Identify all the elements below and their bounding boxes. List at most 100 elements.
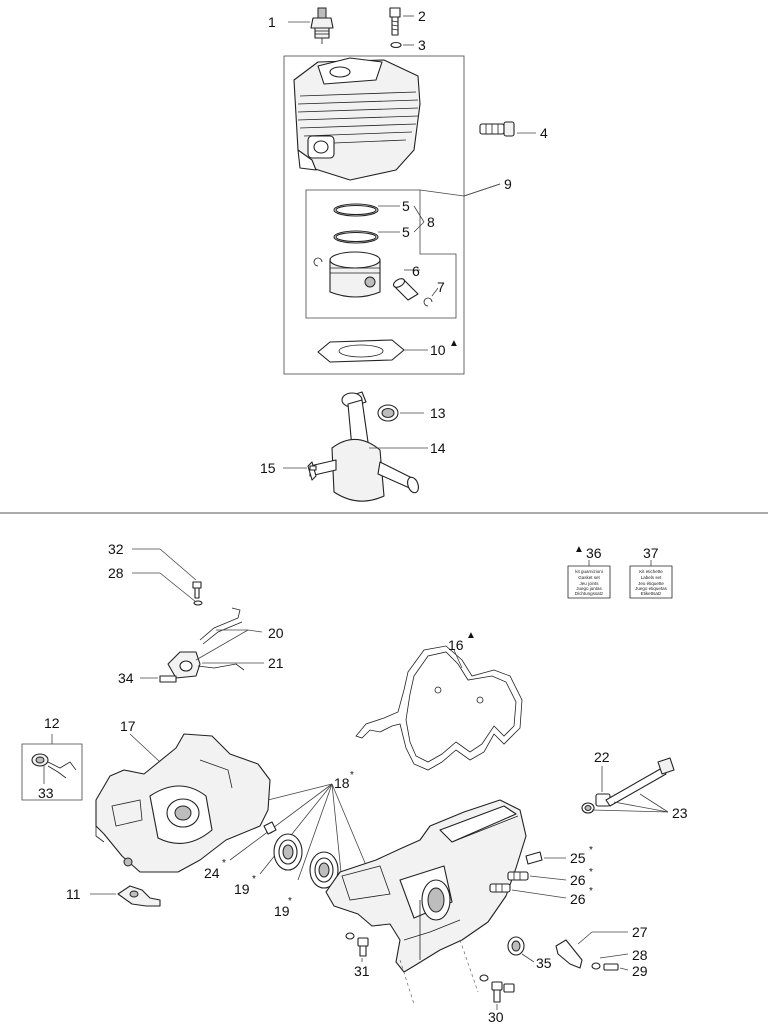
callout-36: 36: [586, 545, 602, 561]
piston: [329, 251, 381, 298]
bar-stud-upper: [507, 871, 529, 881]
cylinder: [293, 57, 421, 181]
cylinder-kit-box: [283, 55, 465, 375]
washer: [390, 41, 402, 49]
callout-4: 4: [540, 125, 548, 141]
chain-oiler-pickup: [117, 885, 161, 907]
callout-14: 14: [430, 440, 446, 456]
callout-20: 20: [268, 625, 284, 641]
screw-32: [192, 581, 202, 599]
callout-15: 15: [260, 460, 276, 476]
screw-31: [357, 937, 369, 957]
circlip-right: [423, 297, 433, 307]
assembly-guide-line-2: [459, 939, 479, 993]
svg-text:Kit etichette: Kit etichette: [639, 569, 663, 574]
guide-pin: [525, 851, 543, 865]
callout-31: 31: [354, 963, 370, 979]
washer-28b: [591, 962, 601, 970]
piston-ring-lower: [333, 230, 379, 244]
switch-kit-box: [21, 743, 83, 801]
callout-16: 16: [448, 637, 464, 653]
callout-28b: 28: [632, 947, 648, 963]
callout-11: 11: [66, 886, 81, 902]
callout-26a: 26: [570, 872, 586, 888]
cylinder-screw: [389, 7, 401, 36]
svg-text:Jeu joints: Jeu joints: [579, 581, 599, 586]
svg-text:Gasket set: Gasket set: [578, 575, 600, 580]
callout-30: 30: [488, 1009, 504, 1024]
callout-19a: 19: [234, 881, 250, 897]
cylinder-base-gasket: [317, 339, 405, 363]
callout-13: 13: [430, 405, 446, 421]
screw-29: [603, 963, 619, 971]
callout-5a: 5: [402, 198, 410, 214]
washer-31: [345, 932, 355, 940]
label-set-sticker: Kit etichette Labels set Jeu étiquette J…: [629, 565, 673, 599]
oil-pump: [159, 607, 245, 683]
triangle-mark-36: ▲: [574, 544, 584, 555]
woodruff-key: [309, 465, 317, 471]
bar-stud-lower: [489, 883, 511, 893]
callout-1: 1: [268, 14, 276, 30]
needle-bearing: [377, 404, 399, 422]
callout-24: 24: [204, 865, 220, 881]
callout-6: 6: [412, 263, 420, 279]
star-mark-25: *: [589, 845, 593, 856]
callout-22: 22: [594, 749, 610, 765]
main-bearing-left: [273, 833, 303, 871]
svg-text:Juego juntas: Juego juntas: [576, 586, 602, 591]
oil-seal-right: [507, 936, 525, 956]
callout-33: 33: [38, 785, 54, 801]
callout-8: 8: [427, 214, 435, 230]
callout-19b: 19: [274, 903, 290, 919]
star-mark-24: *: [222, 858, 226, 869]
crankshaft: [307, 391, 419, 502]
chain-catcher-bracket: [555, 939, 583, 969]
star-mark-26a: *: [589, 867, 593, 878]
chain-tensioner: [581, 757, 675, 814]
dowel-pin: [263, 821, 277, 835]
callout-32: 32: [108, 541, 124, 557]
svg-text:Etikettsatz: Etikettsatz: [641, 591, 663, 596]
callout-27: 27: [632, 924, 648, 940]
stop-switch: [31, 753, 77, 779]
callout-7: 7: [437, 279, 445, 295]
star-mark-19a: *: [252, 874, 256, 885]
assembly-guide-line: [399, 959, 415, 1005]
washer-30: [479, 974, 489, 982]
svg-text:Juego etiquetas: Juego etiquetas: [635, 586, 668, 591]
circlip-left: [313, 257, 323, 267]
star-mark-19b: *: [288, 896, 292, 907]
callout-35: 35: [536, 955, 552, 971]
svg-text:kit guarnizioni: kit guarnizioni: [575, 569, 603, 574]
crankcase-right: [325, 799, 527, 973]
callout-9: 9: [504, 176, 512, 192]
spark-plug: [310, 7, 334, 44]
callout-37: 37: [643, 545, 659, 561]
star-mark-18: *: [350, 770, 354, 781]
piston-pin: [392, 278, 419, 301]
main-bearing-right: [309, 851, 339, 889]
svg-text:Dichtungssatz: Dichtungssatz: [575, 591, 604, 596]
callout-3: 3: [418, 37, 426, 53]
callout-25: 25: [570, 850, 586, 866]
gasket-set-label: kit guarnizioni Gasket set Jeu joints Ju…: [567, 565, 611, 599]
callout-10: 10: [430, 342, 446, 358]
screw-30: [491, 981, 515, 1003]
callout-29: 29: [632, 963, 648, 979]
piston-ring-upper: [333, 203, 379, 217]
triangle-mark-16: ▲: [466, 630, 476, 641]
svg-text:Jeu étiquette: Jeu étiquette: [638, 581, 664, 586]
triangle-mark-10: ▲: [449, 338, 459, 349]
crankcase-gasket: [355, 645, 523, 771]
callout-2: 2: [418, 8, 426, 24]
svg-text:Labels set: Labels set: [641, 575, 662, 580]
callout-5b: 5: [402, 224, 410, 240]
callout-21: 21: [268, 655, 284, 671]
crankcase-left: [95, 733, 274, 873]
callout-12: 12: [44, 715, 60, 731]
callout-26b: 26: [570, 891, 586, 907]
decompression-valve: [479, 121, 515, 137]
piston-kit-box: [305, 189, 457, 319]
